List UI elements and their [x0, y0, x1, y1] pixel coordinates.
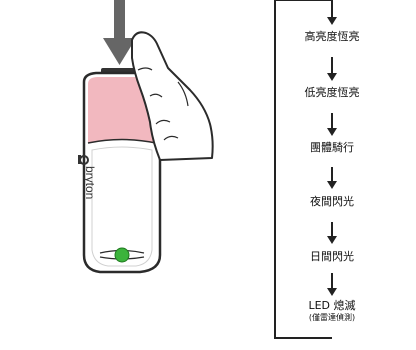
flow-step-low-brightness: 低亮度恆亮	[304, 86, 360, 99]
pressing-hand-icon	[131, 31, 214, 161]
flow-arrow-1-icon	[327, 0, 337, 25]
flow-step-high-brightness: 高亮度恆亮	[304, 30, 360, 43]
flow-arrow-3-icon	[327, 113, 337, 136]
bryton-logo-icon	[78, 155, 89, 165]
flow-arrow-5-icon	[327, 222, 337, 244]
flow-step-group-ride: 團體騎行	[310, 141, 354, 154]
brand-text: bryton	[83, 166, 97, 199]
bike-light-device: bryton	[78, 68, 162, 274]
flow-step-led-off-note: (僅雷達偵測)	[308, 313, 356, 322]
flow-arrow-6-icon	[327, 273, 337, 296]
device-top-cover	[88, 77, 156, 143]
flow-step-day-flash: 日間閃光	[310, 250, 354, 263]
status-led	[114, 247, 130, 263]
flow-step-night-flash: 夜間閃光	[310, 195, 354, 208]
flow-arrow-4-icon	[327, 167, 337, 189]
flow-loop-line	[274, 0, 332, 339]
press-down-arrow-icon	[103, 0, 136, 65]
flow-step-led-off: LED 熄滅	[308, 299, 356, 312]
flow-arrow-2-icon	[327, 57, 337, 81]
